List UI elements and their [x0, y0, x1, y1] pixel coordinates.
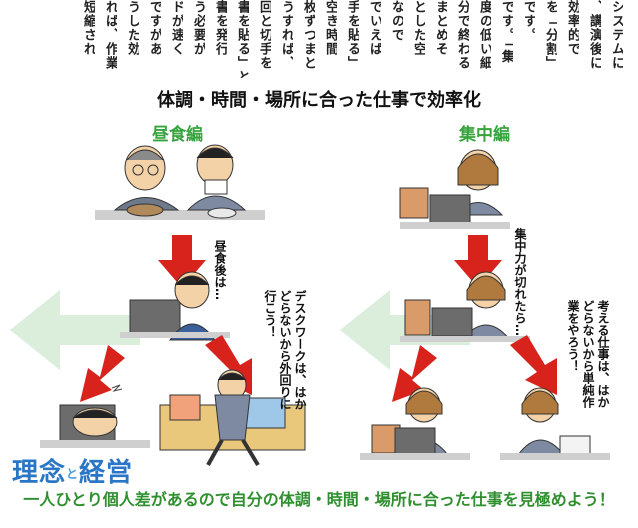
- background-arrow-left: [10, 290, 140, 370]
- company-logo: 理念と経営: [12, 452, 133, 489]
- walking-man-figure: [159, 369, 306, 467]
- article-text-column: 度の低い細: [478, 0, 491, 70]
- article-text-column: ドが速く: [170, 0, 183, 56]
- illustration: [10, 144, 610, 467]
- sleepy-man-figure: [120, 271, 230, 341]
- logo-text-mid: と: [66, 467, 80, 481]
- article-text-column: を「分割」: [544, 0, 557, 70]
- article-text-column: でいえば: [368, 0, 381, 56]
- article-text-column: なので: [390, 0, 403, 42]
- article-text-column: うすれば、: [280, 0, 293, 70]
- sleeping-man-figure: [40, 384, 150, 448]
- working-woman-figure: [360, 387, 470, 460]
- thinking-work-label: 考える仕事は、はかどらないから単純作業をやろう！: [566, 300, 610, 408]
- article-text-column: です。: [522, 0, 535, 42]
- arrow-down-left-2: [80, 345, 125, 402]
- arrow-down-left-1: [158, 235, 206, 288]
- article-text-column: 手を貼る」: [346, 0, 359, 70]
- footer-message: 一人ひとり個人差があるので自分の体調・時間・場所に合った仕事を見極めよう！: [23, 490, 615, 509]
- article-text-column: とした空: [412, 0, 425, 56]
- article-text-column: うした効: [126, 0, 139, 56]
- article-text-column: ですがあ: [148, 0, 161, 56]
- article-text-column: 書を発行: [214, 0, 227, 56]
- tired-woman-figure: [400, 271, 530, 342]
- article-text-column: 書を貼る」と: [236, 0, 249, 78]
- arrow-down-right-center: [454, 235, 502, 288]
- after-lunch-label: 昼食後は…: [213, 240, 227, 300]
- focused-woman-figure: [399, 149, 510, 229]
- focus-section-heading: 集中編: [459, 125, 510, 145]
- article-text-column: 分で終わる: [456, 0, 469, 70]
- article-text-column: システムに: [610, 0, 623, 70]
- arrow-down-right-2: [510, 335, 557, 395]
- focus-lost-label: 集中力が切れたら…: [513, 228, 527, 336]
- deskwork-label: デスクワークは、はかどらないから外回りに行こう！: [263, 290, 307, 410]
- lunch-men-figure: [95, 144, 265, 220]
- article-text-column: う必要が: [192, 0, 205, 56]
- article-text-column: 効率的で: [566, 0, 579, 56]
- arrow-down-left-3: [392, 345, 437, 402]
- article-text-column: 短縮され: [82, 0, 95, 56]
- article-text-column: 、講演後に: [588, 0, 601, 70]
- article-text-column: まとめそ: [434, 0, 447, 56]
- paperwork-woman-figure: [500, 387, 610, 460]
- page-title: 体調・時間・場所に合った仕事で効率化: [157, 90, 481, 111]
- article-text-column: 空き時間: [324, 0, 337, 56]
- logo-text-part1: 理念: [12, 458, 67, 488]
- logo-text-part2: 経営: [79, 458, 134, 488]
- article-text-column: です。「集: [500, 0, 513, 64]
- article-text-column: 枚ずつまと: [302, 0, 315, 70]
- article-text-column: 回と切手を: [258, 0, 271, 70]
- article-text-column: れば、作業: [104, 0, 117, 70]
- lunch-section-heading: 昼食編: [152, 125, 203, 145]
